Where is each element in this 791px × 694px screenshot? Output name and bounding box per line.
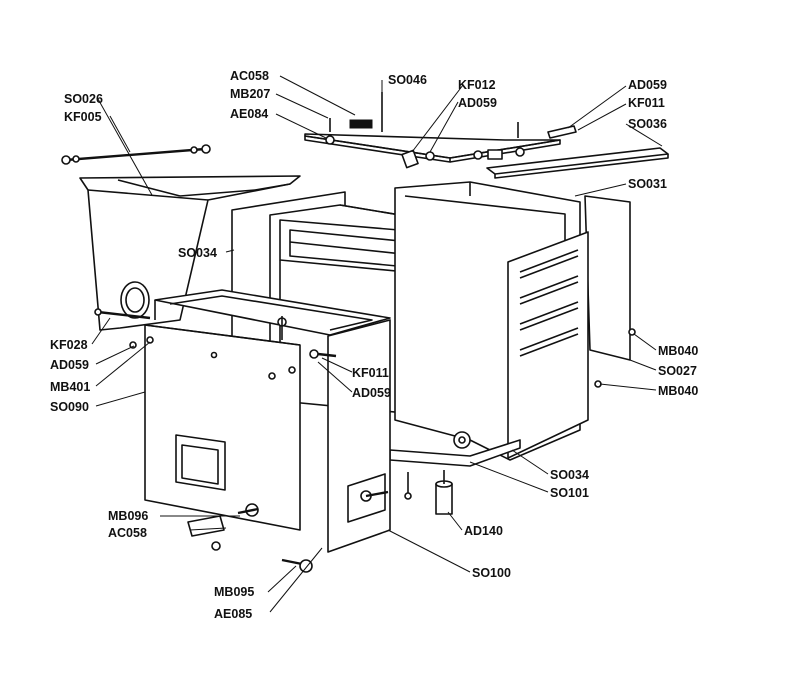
label-ae084: AE084 bbox=[230, 107, 268, 121]
part-vented-panel-so034-right bbox=[507, 231, 589, 459]
label-so101: SO101 bbox=[550, 486, 589, 500]
part-flat-bar-so036 bbox=[486, 147, 669, 179]
label-ad059-left: AD059 bbox=[50, 358, 89, 372]
label-ac058-top: AC058 bbox=[230, 69, 269, 83]
label-mb401: MB401 bbox=[50, 380, 90, 394]
label-ac058-bottom: AC058 bbox=[108, 526, 147, 540]
label-kf011-top: KF011 bbox=[628, 96, 665, 110]
vent-slots bbox=[519, 249, 579, 357]
label-so026: SO026 bbox=[64, 92, 103, 106]
part-side-panel-so100 bbox=[327, 319, 391, 553]
label-mb040-b: MB040 bbox=[658, 384, 698, 398]
part-inner-box bbox=[154, 289, 391, 336]
label-mb095: MB095 bbox=[214, 585, 254, 599]
part-base-so101 bbox=[389, 439, 521, 515]
label-ae085: AE085 bbox=[214, 607, 252, 621]
label-so090: SO090 bbox=[50, 400, 89, 414]
label-mb207: MB207 bbox=[230, 87, 270, 101]
label-kf011-mid: KF011 bbox=[352, 366, 389, 380]
label-ad140: AD140 bbox=[464, 524, 503, 538]
part-labels: SO026 KF005 AC058 MB207 AE084 SO046 KF01… bbox=[50, 69, 698, 621]
label-so034-right: SO034 bbox=[550, 468, 589, 482]
label-so100: SO100 bbox=[472, 566, 511, 580]
label-ad059-mid: AD059 bbox=[352, 386, 391, 400]
label-kf005: KF005 bbox=[64, 110, 102, 124]
label-so027: SO027 bbox=[658, 364, 697, 378]
label-ad059-top: AD059 bbox=[458, 96, 497, 110]
part-rod-kf005 bbox=[61, 144, 211, 165]
part-rear-panel-so027 bbox=[584, 195, 631, 361]
part-top-lid-so046 bbox=[304, 92, 577, 169]
label-so034-left: SO034 bbox=[178, 246, 217, 260]
label-so036: SO036 bbox=[628, 117, 667, 131]
label-so031: SO031 bbox=[628, 177, 667, 191]
label-mb040-a: MB040 bbox=[658, 344, 698, 358]
label-mb096: MB096 bbox=[108, 509, 148, 523]
part-hardware-bottom bbox=[94, 308, 636, 573]
label-kf012: KF012 bbox=[458, 78, 496, 92]
part-front-panel-so090 bbox=[144, 316, 337, 531]
label-kf028: KF028 bbox=[50, 338, 88, 352]
part-hopper-so026 bbox=[79, 175, 301, 331]
leader-lines bbox=[91, 75, 663, 613]
label-so046: SO046 bbox=[388, 73, 427, 87]
label-ad059-right: AD059 bbox=[628, 78, 667, 92]
